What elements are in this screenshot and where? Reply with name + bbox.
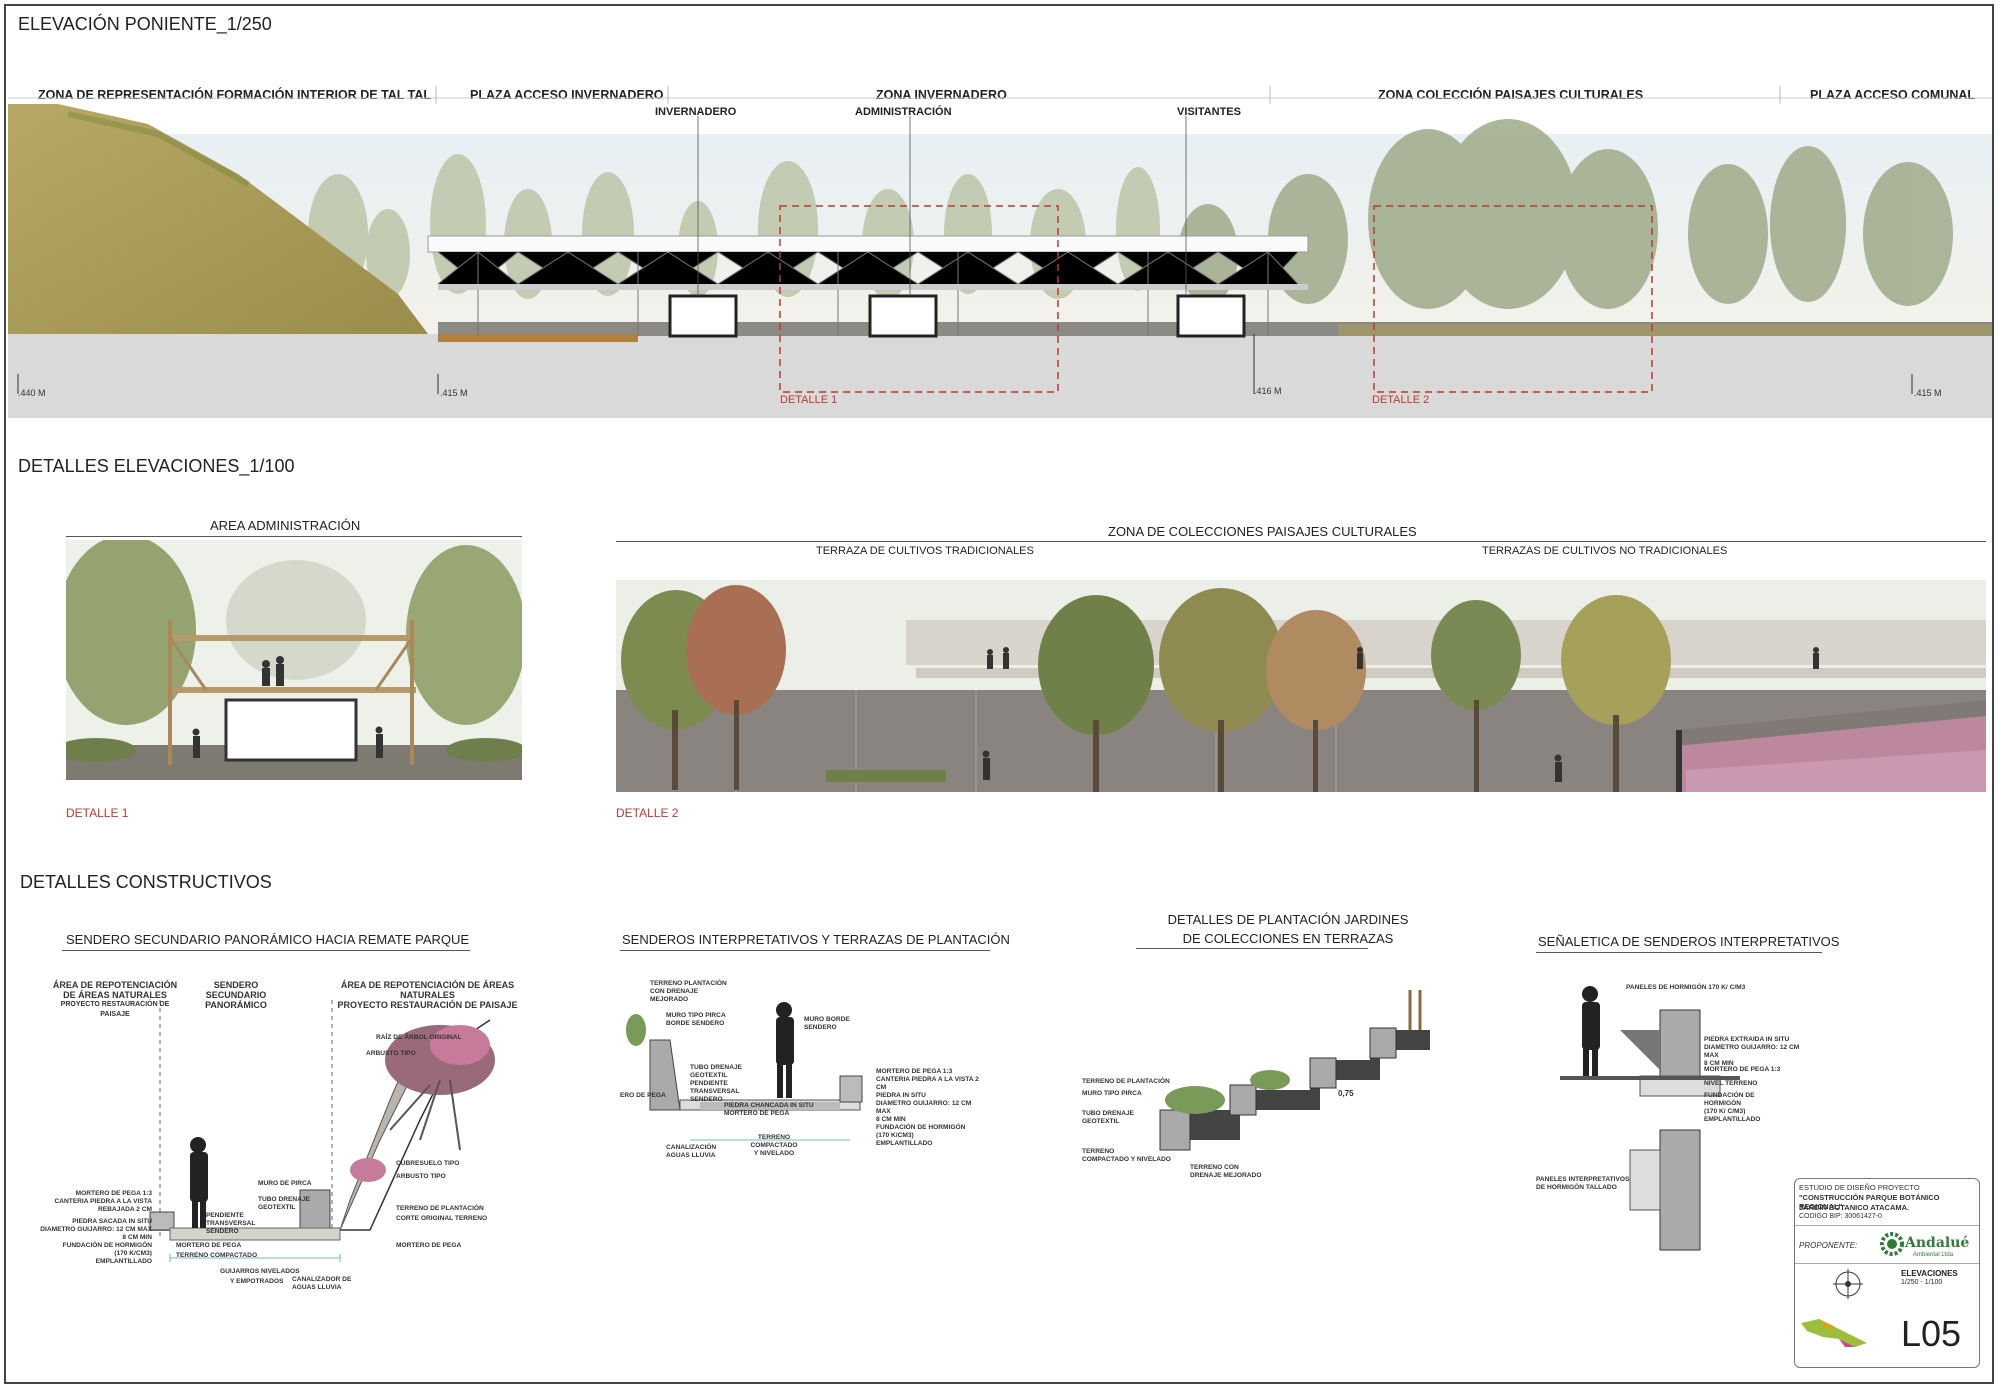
detalle1-label: DETALLE 1 [66, 806, 129, 820]
admin-elevation [66, 540, 522, 780]
sendero-note: TERRENO COMPACTADO [176, 1252, 258, 1259]
region-map-icon [1801, 1319, 1867, 1347]
sendero-note: PENDIENTE TRANSVERSAL SENDERO [206, 1212, 256, 1235]
project-label: "CONSTRUCCIÓN PARQUE BOTÁNICO REGIONAL" [1799, 1193, 1940, 1211]
studio-label: ESTUDIO DE DISEÑO PROYECTO [1799, 1183, 1920, 1192]
senaletica-title: SEÑALETICA DE SENDEROS INTERPRETATIVOS [1538, 934, 1840, 949]
plantacion-note: 0,75 [1338, 1089, 1354, 1098]
terraza-tradicional-label: TERRAZA DE CULTIVOS TRADICIONALES [816, 545, 1034, 557]
sendero-note: MORTERO DE PEGA [396, 1242, 462, 1249]
subzone-label: VISITANTES [1177, 106, 1241, 118]
north-arrow-icon [1833, 1269, 1863, 1299]
divider [1795, 1225, 1979, 1226]
senderos-section [626, 1002, 863, 1141]
sendero-header: ÁREA DE REPOTENCIACIÓN DE ÁREAS NATURALE… [337, 980, 518, 1010]
sheet-scale: 1/250 - 1/100 [1901, 1279, 1943, 1286]
admin-title: AREA ADMINISTRACIÓN [210, 518, 361, 533]
sheet-name: ELEVACIONES [1901, 1269, 1958, 1278]
plantacion-note: MURO TIPO PIRCA [1082, 1090, 1142, 1097]
gear-logo-icon [1880, 1232, 1904, 1256]
code-label: CODIGO BIP: 30061427-0 [1799, 1213, 1882, 1220]
senaletica-note: MORTERO DE PEGA 1:3 [1704, 1066, 1781, 1073]
brand-sub: Ambiental Ltda [1913, 1252, 1954, 1258]
sendero-note: RAÍZ DE ÁRBOL ORIGINAL [376, 1034, 462, 1041]
detalle2-label: DETALLE 2 [616, 806, 679, 820]
sendero-note: MURO DE PIRCA [258, 1180, 312, 1187]
constructivos-title: DETALLES CONSTRUCTIVOS [20, 872, 272, 892]
colecciones-title: ZONA DE COLECCIONES PAISAJES CULTURALES [1108, 524, 1417, 539]
subzone-label: ADMINISTRACIÓN [855, 106, 952, 118]
subzone-label: INVERNADERO [655, 106, 737, 118]
brand-logo: Andalué [1905, 1235, 1970, 1251]
details-title: DETALLES ELEVACIONES_1/100 [18, 456, 295, 476]
senaletica-note: NIVEL TERRENO [1704, 1080, 1758, 1087]
sendero-note: ARBUSTO TIPO [396, 1173, 446, 1180]
plantacion-note: TERRENO DE PLANTACIÓN [1082, 1078, 1170, 1085]
sendero-note: MORTERO DE PEGA [176, 1242, 242, 1249]
detail-label: DETALLE 2 [1372, 394, 1430, 406]
sendero-note: TERRENO DE PLANTACIÓN [396, 1205, 484, 1212]
senderos-title: SENDEROS INTERPRETATIVOS Y TERRAZAS DE P… [622, 932, 1010, 947]
elevation-drawing [8, 86, 1992, 418]
title-underline [1536, 952, 1822, 953]
level-label: .440 M [18, 388, 46, 398]
senderos-note: ERO DE PEGA [620, 1092, 666, 1099]
sendero-note: CUBRESUELO TIPO [396, 1160, 460, 1167]
elevation-title: ELEVACIÓN PONIENTE_1/250 [18, 14, 272, 34]
sendero-header: SENDERO SECUNDARIO PANORÁMICO [205, 980, 267, 1010]
sendero-note: GUIJARROS NIVELADOS [220, 1268, 300, 1275]
level-label: .415 M [440, 388, 468, 398]
plantacion-section [1159, 990, 1430, 1151]
sendero-note: CORTE ORIGINAL TERRENO [396, 1215, 488, 1222]
title-underline [1136, 948, 1368, 949]
title-underline [62, 950, 470, 951]
sendero-section [149, 1000, 495, 1262]
senaletica-note: PANELES DE HORMIGÓN 170 K/ C/M3 [1626, 984, 1746, 991]
title-underline [66, 536, 522, 537]
sendero-note: TUBO DRENAJE GEOTEXTIL [258, 1196, 311, 1211]
place-label: JARDIN BOTANICO ATACAMA. [1799, 1203, 1910, 1212]
level-label: .415 M [1914, 388, 1942, 398]
sendero-note: Y EMPOTRADOS [230, 1278, 284, 1285]
sendero-title: SENDERO SECUNDARIO PANORÁMICO HACIA REMA… [66, 932, 470, 947]
title-underline [620, 950, 990, 951]
sheet-number: L05 [1901, 1313, 1962, 1354]
senaletica-section [1560, 986, 1740, 1251]
divider [1795, 1263, 1979, 1264]
colecciones-elevation [616, 580, 1986, 792]
senaletica-note: FUNDACIÓN DE HORMIGÓN(170 K/ C/M3)EMPLAN… [1704, 1092, 1761, 1123]
sendero-note: ARBUSTO TIPO [366, 1050, 416, 1057]
sendero-note: CANALIZADOR DE AGUAS LLUVIA [292, 1276, 352, 1291]
terraza-no-tradicional-label: TERRAZAS DE CULTIVOS NO TRADICIONALES [1482, 545, 1728, 557]
detail-label: DETALLE 1 [780, 394, 838, 406]
proponente-label: PROPONENTE: [1799, 1241, 1858, 1250]
title-block: ESTUDIO DE DISEÑO PROYECTO "CONSTRUCCIÓN… [1794, 1178, 1980, 1368]
sendero-header: ÁREA DE REPOTENCIACIÓN DE ÁREAS NATURALE… [52, 980, 178, 1018]
level-label: .416 M [1254, 386, 1282, 396]
title-underline [616, 541, 1986, 542]
